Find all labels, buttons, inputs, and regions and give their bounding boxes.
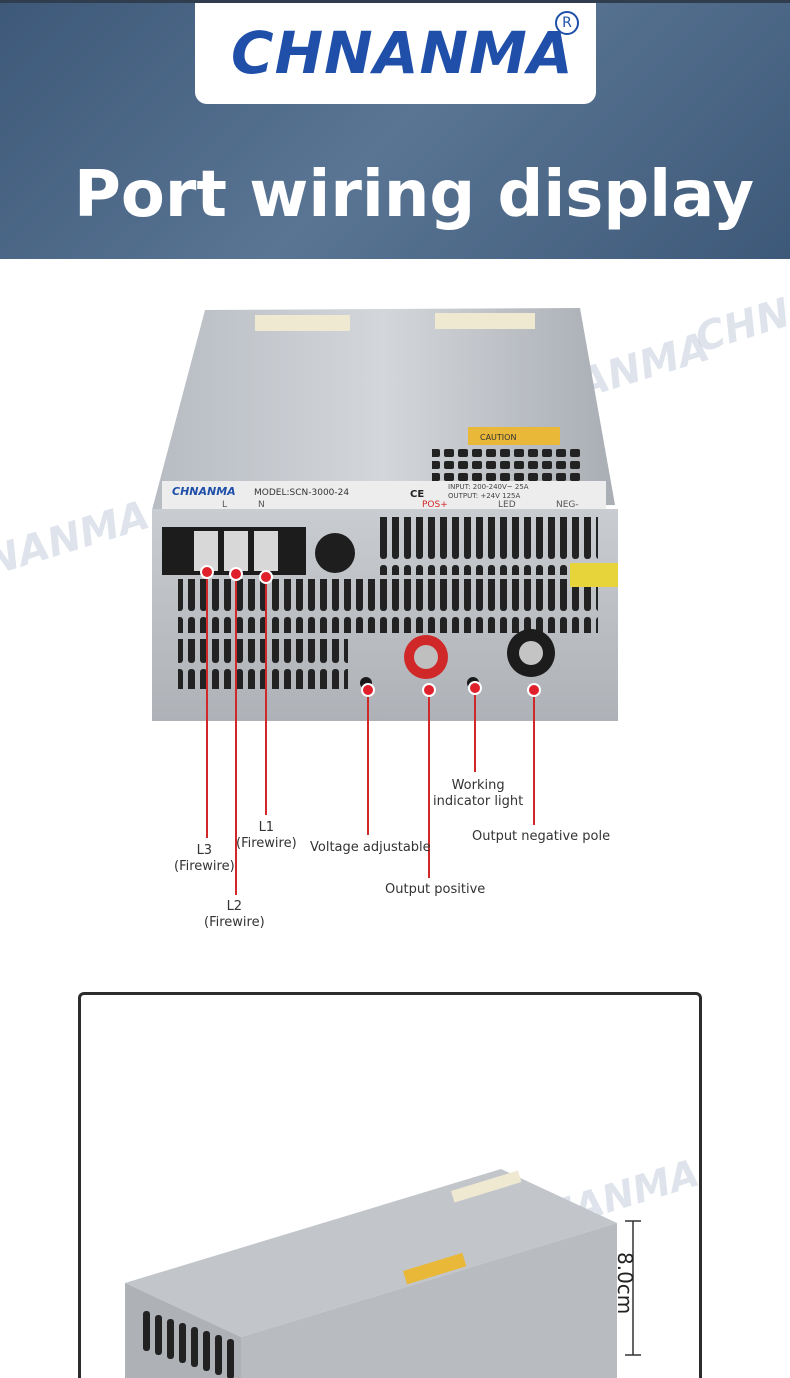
callout-negative: Output negative pole xyxy=(472,829,611,844)
ce-mark-icon: CE xyxy=(410,489,424,500)
terminal-screw-l3 xyxy=(194,531,218,571)
label-model: MODEL:SCN-3000-24 xyxy=(254,488,349,498)
callout-l2: L2 (Firewire) xyxy=(204,899,265,930)
top-sticker xyxy=(435,313,535,329)
caution-text: CAUTION xyxy=(480,433,516,442)
marker-dot xyxy=(468,681,482,695)
terminal-label-n: N xyxy=(258,500,265,510)
marker-dot xyxy=(200,565,214,579)
label-output: OUTPUT: +24V 125A xyxy=(448,492,520,500)
caution-sticker xyxy=(468,427,560,445)
height-dimension-label: 8.0cm xyxy=(613,1252,637,1315)
dimension-frame: CHNANMA xyxy=(78,992,702,1378)
marker-dot xyxy=(422,683,436,697)
top-divider xyxy=(0,0,790,3)
callout-voltage: Voltage adjustable xyxy=(310,840,431,855)
callout-l3: L3 (Firewire) xyxy=(174,843,235,874)
page-title: Port wiring display xyxy=(73,158,755,232)
terminal-label-l: L xyxy=(222,500,227,510)
callout-lines xyxy=(200,565,541,895)
marker-dot xyxy=(527,683,541,697)
logo-container: CHNANMA R xyxy=(195,3,596,104)
top-sticker xyxy=(255,315,350,331)
registered-icon: R xyxy=(555,11,579,35)
terminal-label-led: LED xyxy=(498,500,516,510)
label-brand: CHNANMA xyxy=(172,485,236,498)
marker-dot xyxy=(361,683,375,697)
marker-dot xyxy=(229,567,243,581)
terminal-label-pos: POS+ xyxy=(422,500,448,510)
fan-hole xyxy=(315,533,355,573)
callout-working: Working indicator light xyxy=(433,778,524,809)
top-vents xyxy=(432,445,584,483)
height-dimension-line xyxy=(625,1220,641,1356)
marker-dot xyxy=(259,570,273,584)
label-strip xyxy=(162,481,606,509)
label-input: INPUT: 200-240V~ 25A xyxy=(448,483,529,491)
power-supply-illustration: CAUTION CHNANMA MODEL:SCN-3000-24 INPUT:… xyxy=(152,308,618,721)
brand-logo: CHNANMA xyxy=(231,19,574,87)
header-banner: CHNANMA R Port wiring display xyxy=(0,0,790,259)
front-vents-middle xyxy=(178,579,598,633)
ce-sticker xyxy=(570,563,618,587)
front-vents-upper xyxy=(376,517,598,575)
callout-positive: Output positive xyxy=(385,882,486,897)
terminal-label-neg: NEG- xyxy=(556,500,579,510)
terminal-screw-l1 xyxy=(254,531,278,571)
terminal-screw-l2 xyxy=(224,531,248,571)
power-supply-perspective xyxy=(125,1169,617,1378)
callout-l1: L1 (Firewire) xyxy=(236,820,297,851)
